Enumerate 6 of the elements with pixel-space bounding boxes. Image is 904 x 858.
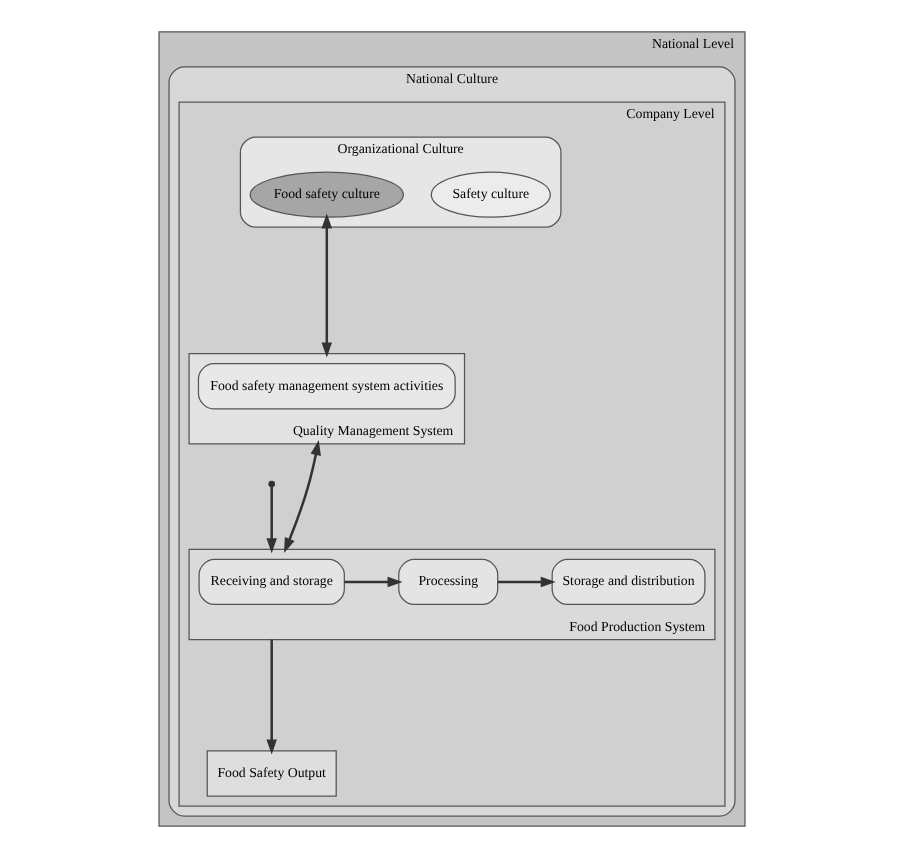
arrow (321, 213, 333, 358)
arrow (266, 487, 277, 554)
arrow (266, 639, 277, 755)
arrow (344, 576, 403, 588)
arrow (284, 440, 321, 553)
arrow (497, 576, 556, 588)
